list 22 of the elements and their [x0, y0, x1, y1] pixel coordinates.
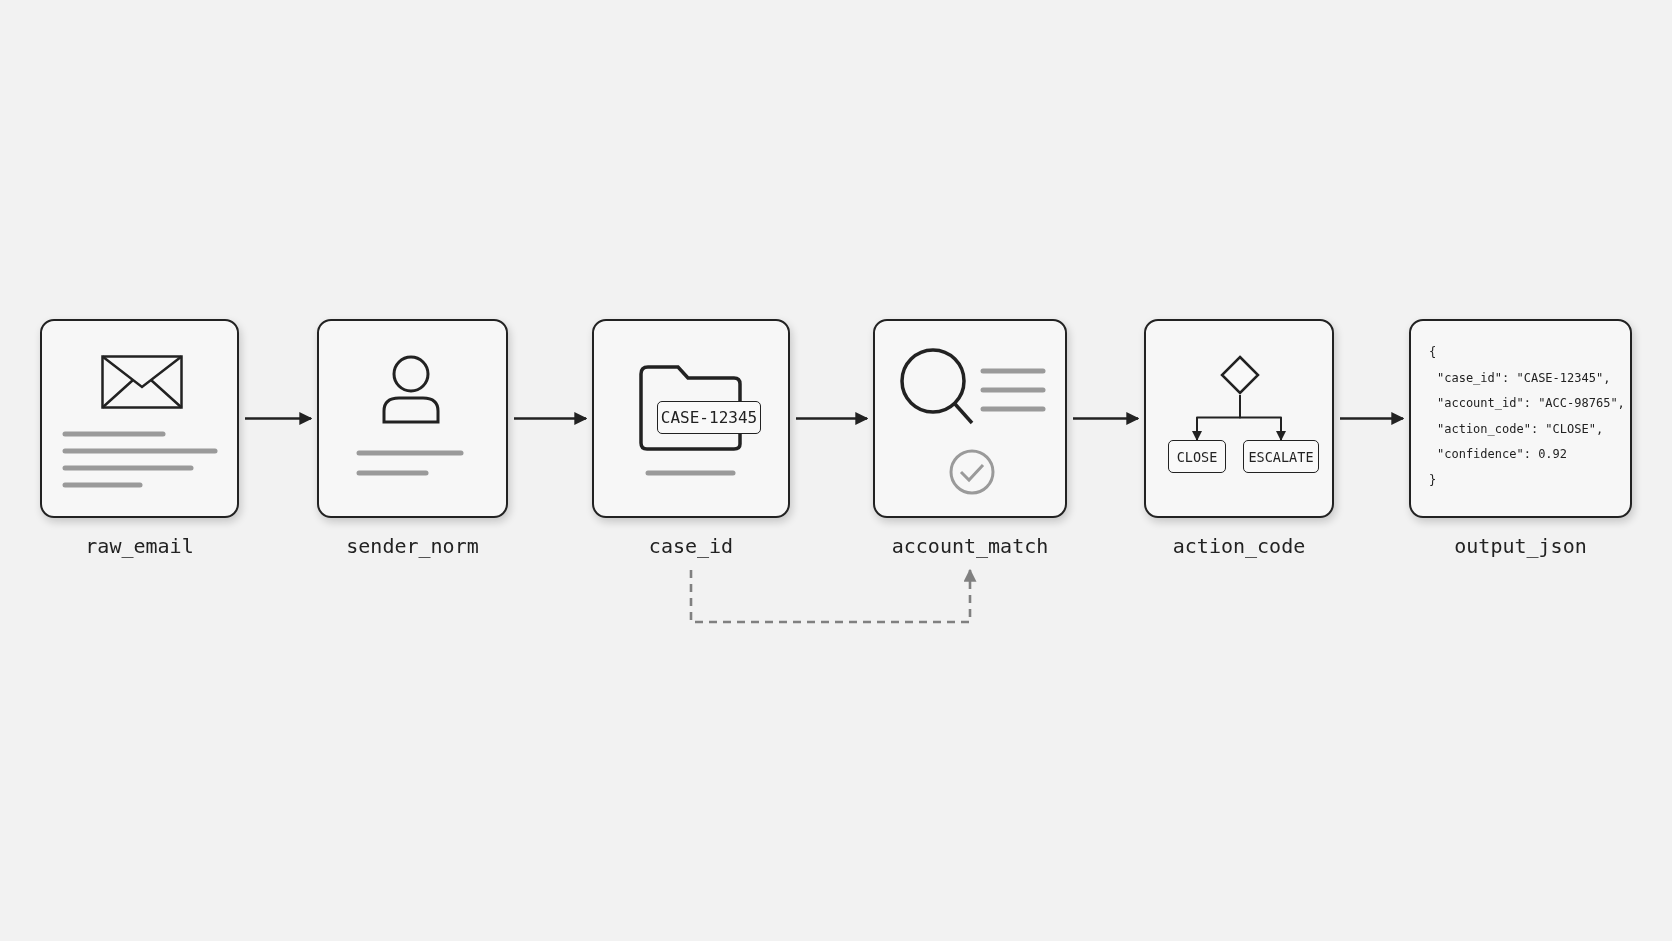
arrow [245, 412, 313, 425]
code-line: } [1429, 473, 1437, 487]
arrow [689, 568, 977, 624]
node-label: output_json [1454, 534, 1587, 558]
arrow [796, 412, 869, 425]
code-line: { [1429, 345, 1437, 359]
node-label: action_code [1172, 534, 1306, 558]
code-line: "account_id": "ACC-98765", [1437, 396, 1625, 411]
arrow [1073, 412, 1140, 425]
node-label: account_match [891, 534, 1049, 558]
tag-box: ESCALATE [1243, 440, 1319, 473]
code-line: "case_id": "CASE-12345", [1437, 370, 1611, 385]
node-label: raw_email [85, 534, 194, 558]
arrow [514, 412, 588, 425]
decision-diamond [1220, 355, 1260, 395]
node-label: sender_norm [346, 534, 479, 558]
tag-box: CASE-12345 [657, 401, 761, 434]
node-label: case_id [648, 534, 734, 558]
code-line: "confidence": 0.92 [1437, 447, 1568, 462]
tag-box: CLOSE [1168, 440, 1226, 473]
arrow [1340, 412, 1405, 425]
code-line: "action_code": "CLOSE", [1437, 421, 1604, 436]
